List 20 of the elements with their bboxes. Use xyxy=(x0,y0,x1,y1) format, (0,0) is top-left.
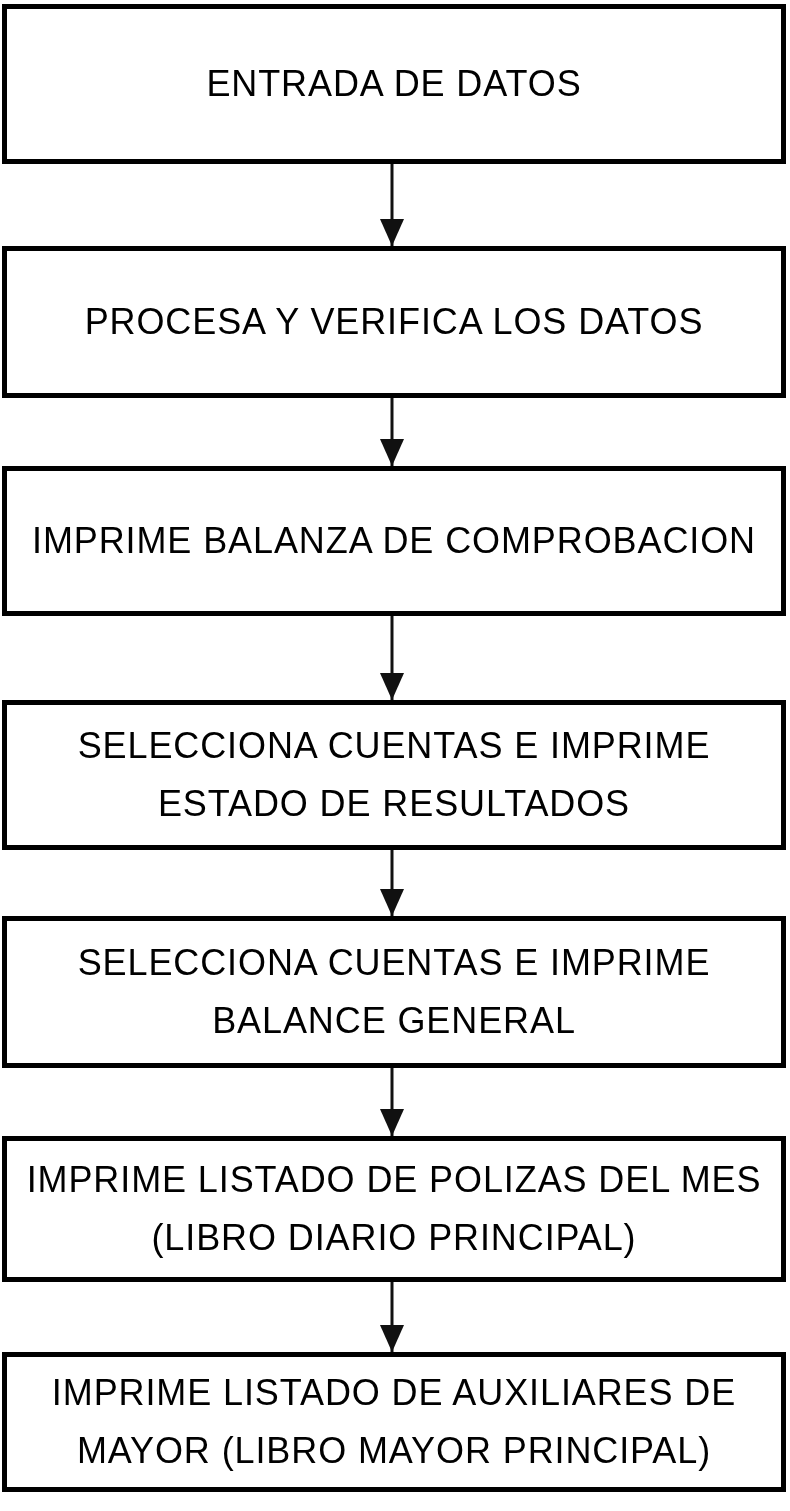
process-box xyxy=(2,1136,786,1282)
box-label: ENTRADA DE DATOS xyxy=(206,62,582,106)
box-label: SELECCIONA CUENTAS E IMPRIME ESTADO DE RESULTADOS xyxy=(76,724,712,826)
box-label: PROCESA Y VERIFICA LOS DATOS xyxy=(84,300,704,344)
process-box xyxy=(2,916,786,1068)
process-box xyxy=(2,700,786,850)
arrow xyxy=(380,398,404,466)
process-box xyxy=(2,466,786,616)
box-label: IMPRIME LISTADO DE AUXILIARES DE MAYOR (LIBRO MAYOR PRINCIPAL) xyxy=(50,1371,738,1473)
process-box xyxy=(2,1352,786,1492)
process-box xyxy=(2,246,786,398)
arrow xyxy=(380,616,404,700)
arrow xyxy=(380,164,404,246)
box-label: SELECCIONA CUENTAS E IMPRIME BALANCE GENERAL xyxy=(76,941,712,1043)
process-box xyxy=(2,4,786,164)
box-label: IMPRIME BALANZA DE COMPROBACION xyxy=(32,519,756,563)
box-label: IMPRIME LISTADO DE POLIZAS DEL MES (LIBRO DIARIO PRINCIPAL) xyxy=(25,1158,763,1260)
arrow xyxy=(380,1282,404,1352)
arrow xyxy=(380,850,404,916)
arrow xyxy=(380,1068,404,1136)
